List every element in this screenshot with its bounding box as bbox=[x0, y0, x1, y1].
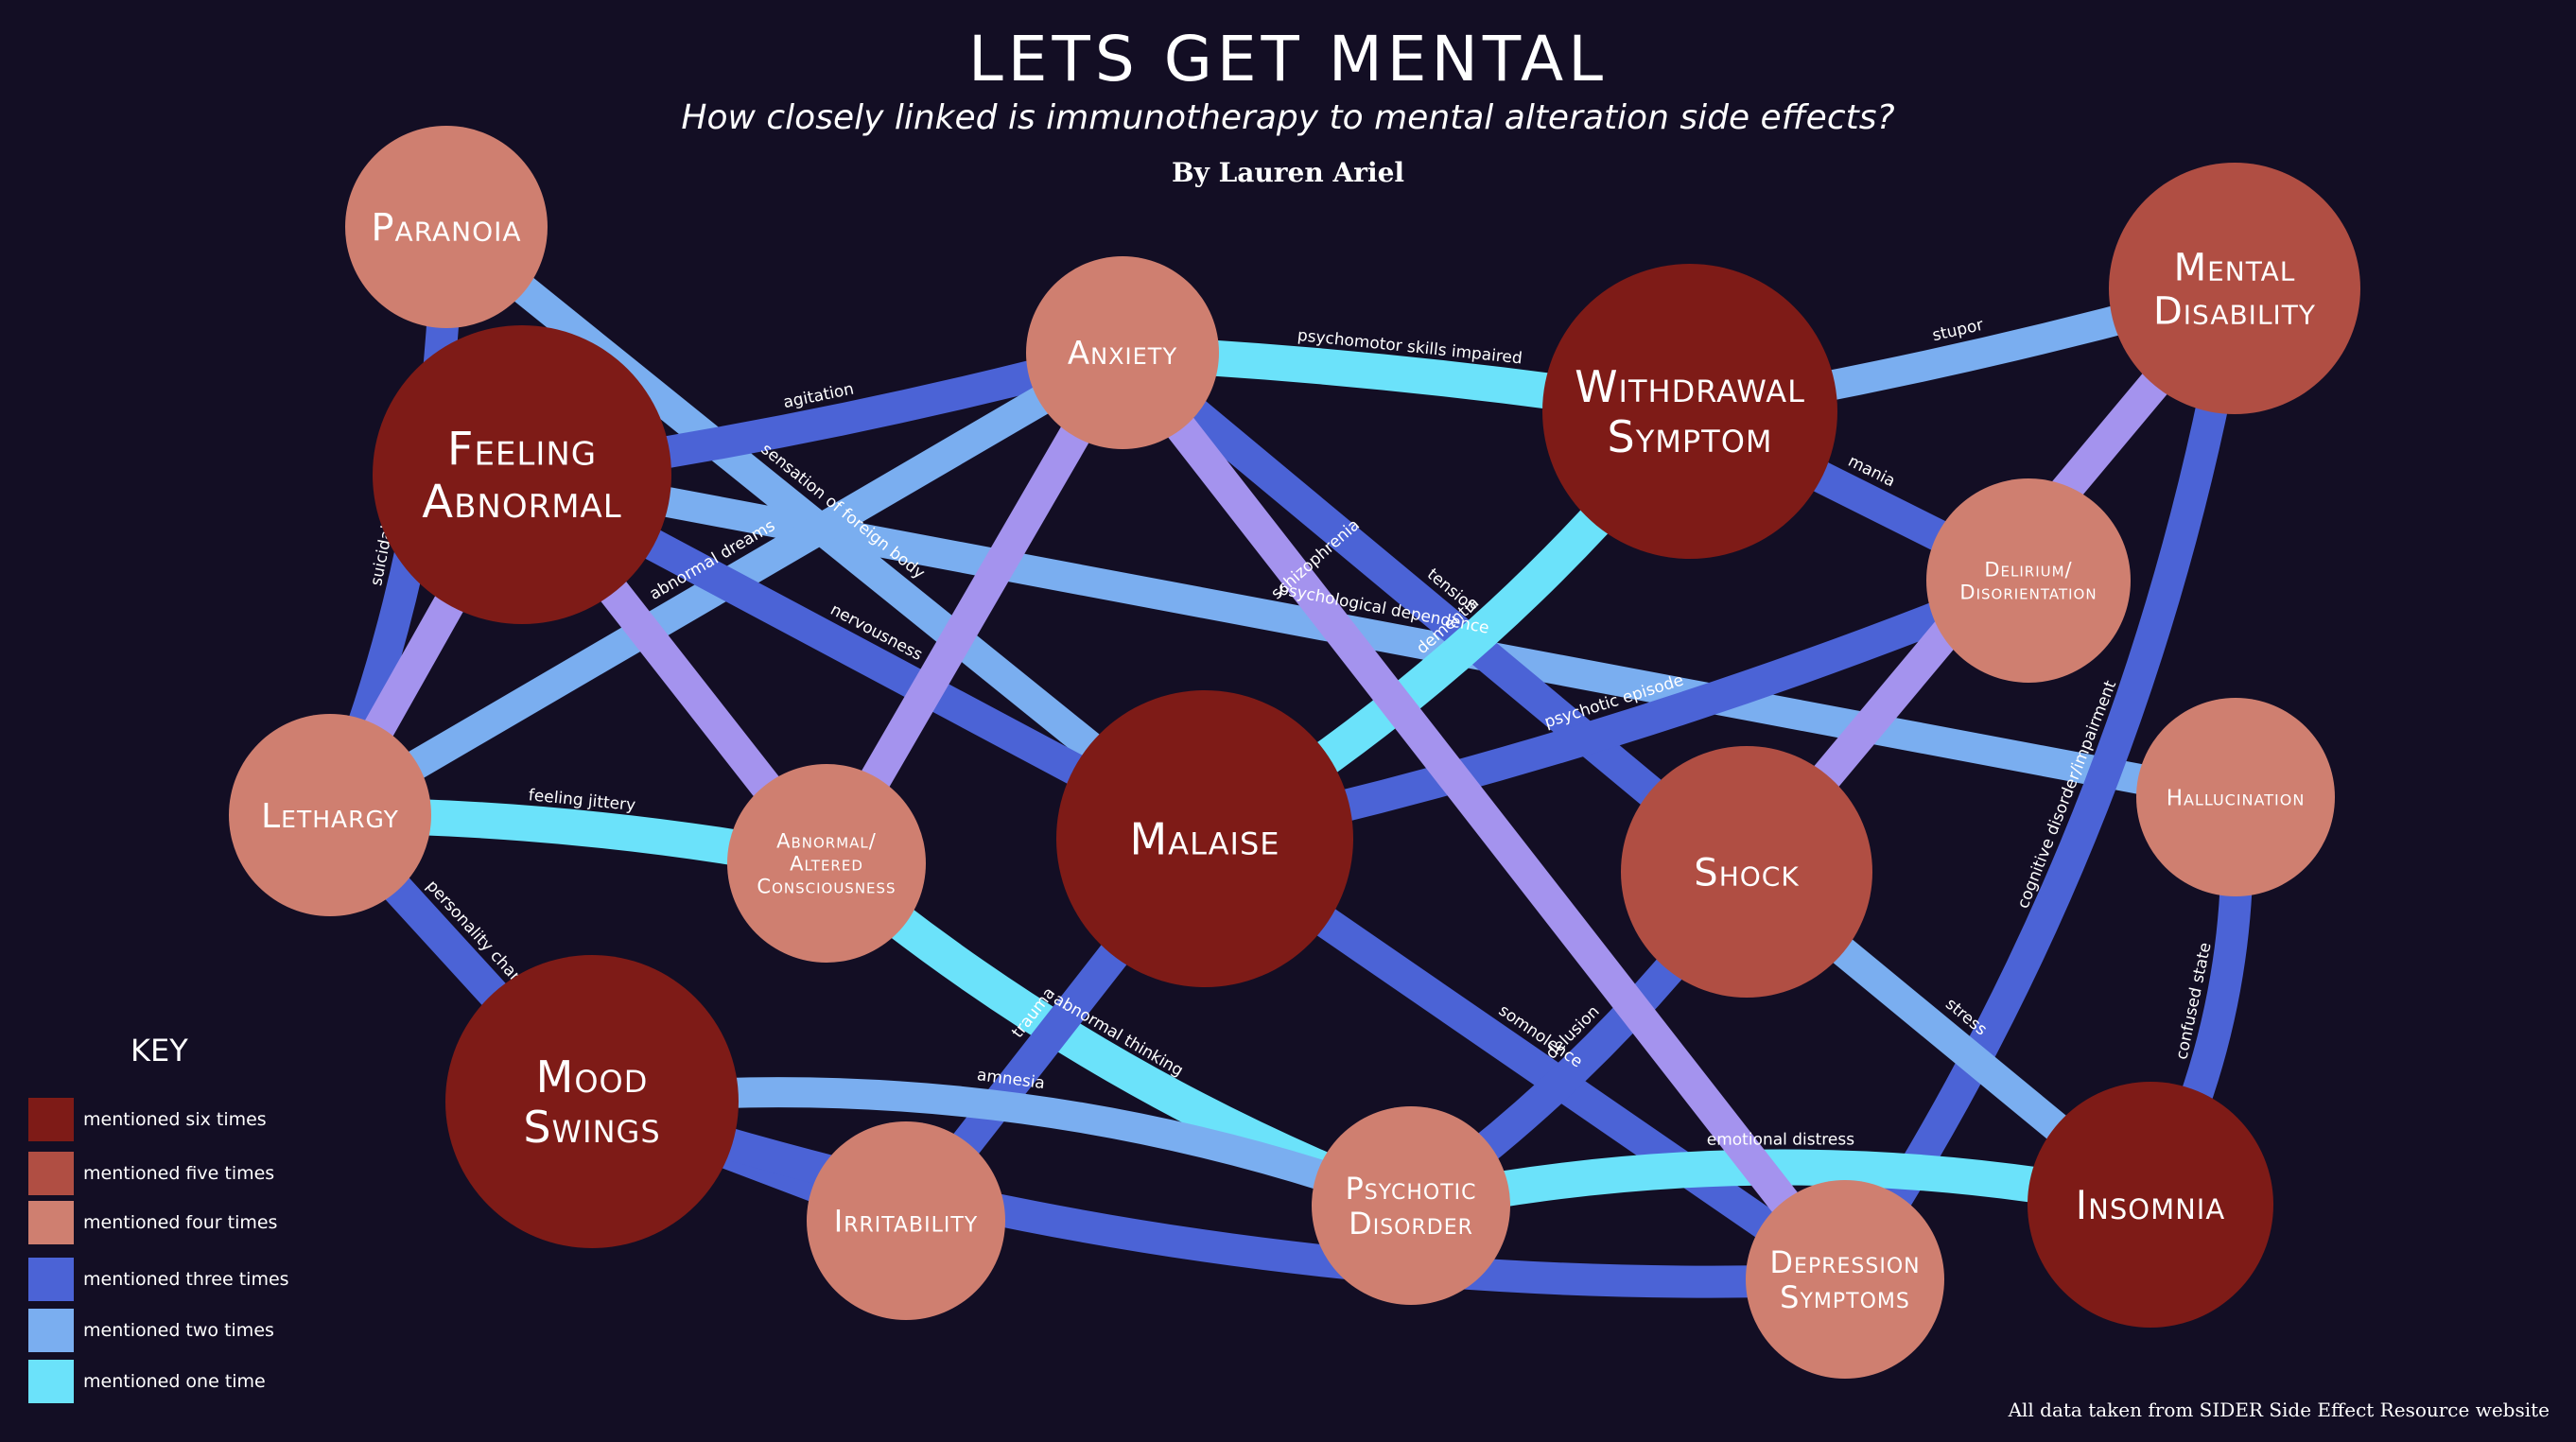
node-label: Mental bbox=[2174, 246, 2296, 289]
node-label: Delirium/ bbox=[1984, 558, 2072, 581]
node-label: Symptom bbox=[1608, 411, 1773, 462]
key-item: mentioned six times bbox=[28, 1098, 267, 1141]
node-label: Lethargy bbox=[261, 797, 399, 836]
node-label: Abnormal/ bbox=[776, 829, 877, 852]
node-label: Disability bbox=[2153, 289, 2316, 333]
node-label: Depression bbox=[1769, 1244, 1920, 1280]
node-paranoia: Paranoia bbox=[345, 126, 548, 328]
node-label: Swings bbox=[523, 1102, 660, 1153]
key-label: mentioned four times bbox=[83, 1212, 278, 1233]
nodes-layer: ParanoiaFeelingAbnormalAnxietyWithdrawal… bbox=[229, 126, 2360, 1379]
byline: By Lauren Ariel bbox=[1171, 157, 1405, 188]
node-circle bbox=[373, 325, 671, 624]
node-circle bbox=[2109, 163, 2360, 414]
node-circle bbox=[345, 126, 548, 328]
key-label: mentioned three times bbox=[83, 1269, 289, 1290]
node-delirium: Delirium/Disorientation bbox=[1926, 478, 2131, 683]
node-circle bbox=[1621, 746, 1872, 998]
node-label: Shock bbox=[1694, 851, 1799, 895]
link-anxiety-depression-symptoms bbox=[1109, 342, 1858, 1290]
node-hallucination: Hallucination bbox=[2136, 698, 2335, 896]
node-label: Irritability bbox=[834, 1204, 978, 1240]
key-label: mentioned one time bbox=[83, 1371, 266, 1392]
key-item: mentioned one time bbox=[28, 1360, 266, 1403]
node-circle bbox=[2028, 1082, 2273, 1328]
node-label: Altered bbox=[790, 853, 863, 876]
key-label: mentioned two times bbox=[83, 1320, 274, 1341]
node-label: Anxiety bbox=[1068, 335, 1177, 373]
link-mood-swings-depression-symptoms bbox=[586, 1086, 1846, 1298]
node-label: Mood bbox=[536, 1051, 649, 1103]
page-subtitle: How closely linked is immunotherapy to m… bbox=[681, 98, 1895, 137]
key-swatch bbox=[28, 1098, 74, 1141]
node-circle bbox=[1542, 264, 1837, 559]
key-swatch bbox=[28, 1309, 74, 1352]
node-label: Insomnia bbox=[2076, 1182, 2225, 1228]
node-circle bbox=[807, 1121, 1005, 1320]
node-label: Malaise bbox=[1129, 814, 1279, 865]
node-label: Paranoia bbox=[371, 206, 521, 250]
node-circle bbox=[1056, 690, 1353, 987]
node-circle bbox=[445, 955, 739, 1248]
key-item: mentioned five times bbox=[28, 1152, 274, 1195]
node-label: Disorientation bbox=[1959, 582, 2097, 604]
key-item: mentioned four times bbox=[28, 1201, 277, 1244]
key-swatch bbox=[28, 1201, 74, 1244]
node-anxiety: Anxiety bbox=[1026, 256, 1219, 449]
link-label: emotional distress bbox=[1707, 1130, 1855, 1149]
key-label: mentioned five times bbox=[83, 1163, 275, 1184]
key-label: mentioned six times bbox=[83, 1109, 267, 1130]
node-circle bbox=[2136, 698, 2335, 896]
node-label: Psychotic bbox=[1345, 1171, 1476, 1207]
key-item: mentioned two times bbox=[28, 1309, 274, 1352]
link-depression-symptoms-mental-disability bbox=[1831, 286, 2251, 1289]
node-label: Hallucination bbox=[2167, 786, 2306, 810]
key-swatch bbox=[28, 1360, 74, 1403]
node-shock: Shock bbox=[1621, 746, 1872, 998]
node-circle bbox=[229, 714, 431, 916]
node-label: Withdrawal bbox=[1575, 361, 1805, 412]
node-label: Disorder bbox=[1349, 1206, 1473, 1242]
node-circle bbox=[1026, 256, 1219, 449]
key-swatch bbox=[28, 1152, 74, 1195]
node-malaise: Malaise bbox=[1056, 690, 1353, 987]
key-swatch bbox=[28, 1258, 74, 1301]
node-lethargy: Lethargy bbox=[229, 714, 431, 916]
source-note: All data taken from SIDER Side Effect Re… bbox=[2008, 1399, 2550, 1421]
node-label: Symptoms bbox=[1780, 1279, 1910, 1315]
link-feeling-abnormal-hallucination bbox=[519, 460, 2238, 812]
key-item: mentioned three times bbox=[28, 1258, 289, 1301]
node-circle bbox=[727, 764, 926, 963]
page-title: LETS GET MENTAL bbox=[968, 23, 1608, 96]
node-circle bbox=[1312, 1106, 1510, 1305]
node-circle bbox=[1746, 1180, 1944, 1379]
node-circle bbox=[1926, 478, 2131, 683]
node-insomnia: Insomnia bbox=[2028, 1082, 2273, 1328]
node-label: Feeling bbox=[447, 424, 597, 477]
node-label: Abnormal bbox=[422, 476, 622, 529]
node-label: Consciousness bbox=[757, 876, 896, 898]
key-title: KEY bbox=[131, 1033, 188, 1068]
node-irritability: Irritability bbox=[807, 1121, 1005, 1320]
